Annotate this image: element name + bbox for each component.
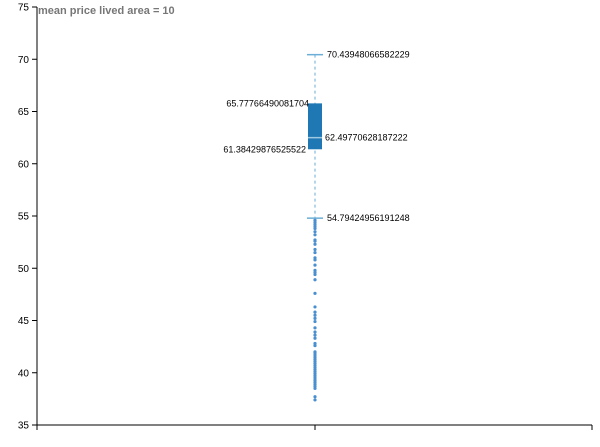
y-tick: 40 <box>18 368 37 379</box>
whisker-high-label: 70.43948066582229 <box>327 50 410 60</box>
outlier-point <box>313 313 317 317</box>
whisker-low-label: 54.79424956191248 <box>327 213 410 223</box>
y-tick-label: 40 <box>18 368 30 379</box>
outlier-point <box>313 386 317 391</box>
y-tick-label: 75 <box>18 3 30 14</box>
y-tick: 75 <box>18 3 37 14</box>
y-tick: 70 <box>18 55 37 66</box>
outlier-point <box>313 305 317 309</box>
outlier-point <box>313 395 317 399</box>
outlier-point <box>313 233 317 237</box>
outlier-point <box>313 258 317 262</box>
y-tick: 55 <box>18 212 37 223</box>
outlier-point <box>313 247 317 252</box>
y-tick-label: 55 <box>18 212 30 223</box>
outlier-point <box>313 230 317 234</box>
plot-area: 70.43948066582229 65.77766490081704 62.497… <box>223 50 410 402</box>
outlier-point <box>313 263 317 267</box>
outlier-point <box>313 242 317 246</box>
outlier-point <box>313 291 317 295</box>
outlier-point <box>313 398 317 402</box>
outlier-point <box>313 239 317 243</box>
outlier-point <box>313 310 317 314</box>
outlier-point <box>313 333 317 337</box>
y-tick-label: 70 <box>18 55 30 66</box>
chart-title: mean price lived area = 10 <box>38 5 175 17</box>
iqr-box <box>308 103 322 150</box>
y-axis: 35 40 45 50 55 60 65 70 75 <box>18 3 38 432</box>
y-tick-label: 45 <box>18 316 30 327</box>
y-tick: 60 <box>18 159 37 170</box>
q3-label: 65.77766490081704 <box>226 98 309 108</box>
outlier-point <box>313 316 317 321</box>
outlier-point <box>313 250 317 255</box>
y-tick-label: 50 <box>18 264 30 275</box>
x-axis <box>36 424 593 430</box>
y-tick: 35 <box>18 421 37 432</box>
outlier-point <box>313 319 317 324</box>
outlier-point <box>313 272 317 277</box>
y-tick: 50 <box>18 264 37 275</box>
y-tick-label: 35 <box>18 421 30 432</box>
outlier-point <box>313 226 317 231</box>
y-tick: 65 <box>18 107 37 118</box>
y-tick: 45 <box>18 316 37 327</box>
y-tick-label: 60 <box>18 159 30 170</box>
outlier-point <box>313 326 317 330</box>
y-tick-label: 65 <box>18 107 30 118</box>
outlier-point <box>313 336 317 340</box>
outlier-point <box>313 330 317 334</box>
median-label: 62.49770628187222 <box>325 133 408 143</box>
q1-label: 61.38429876525522 <box>223 144 306 154</box>
outlier-point <box>313 278 317 282</box>
outlier-point <box>313 343 317 348</box>
